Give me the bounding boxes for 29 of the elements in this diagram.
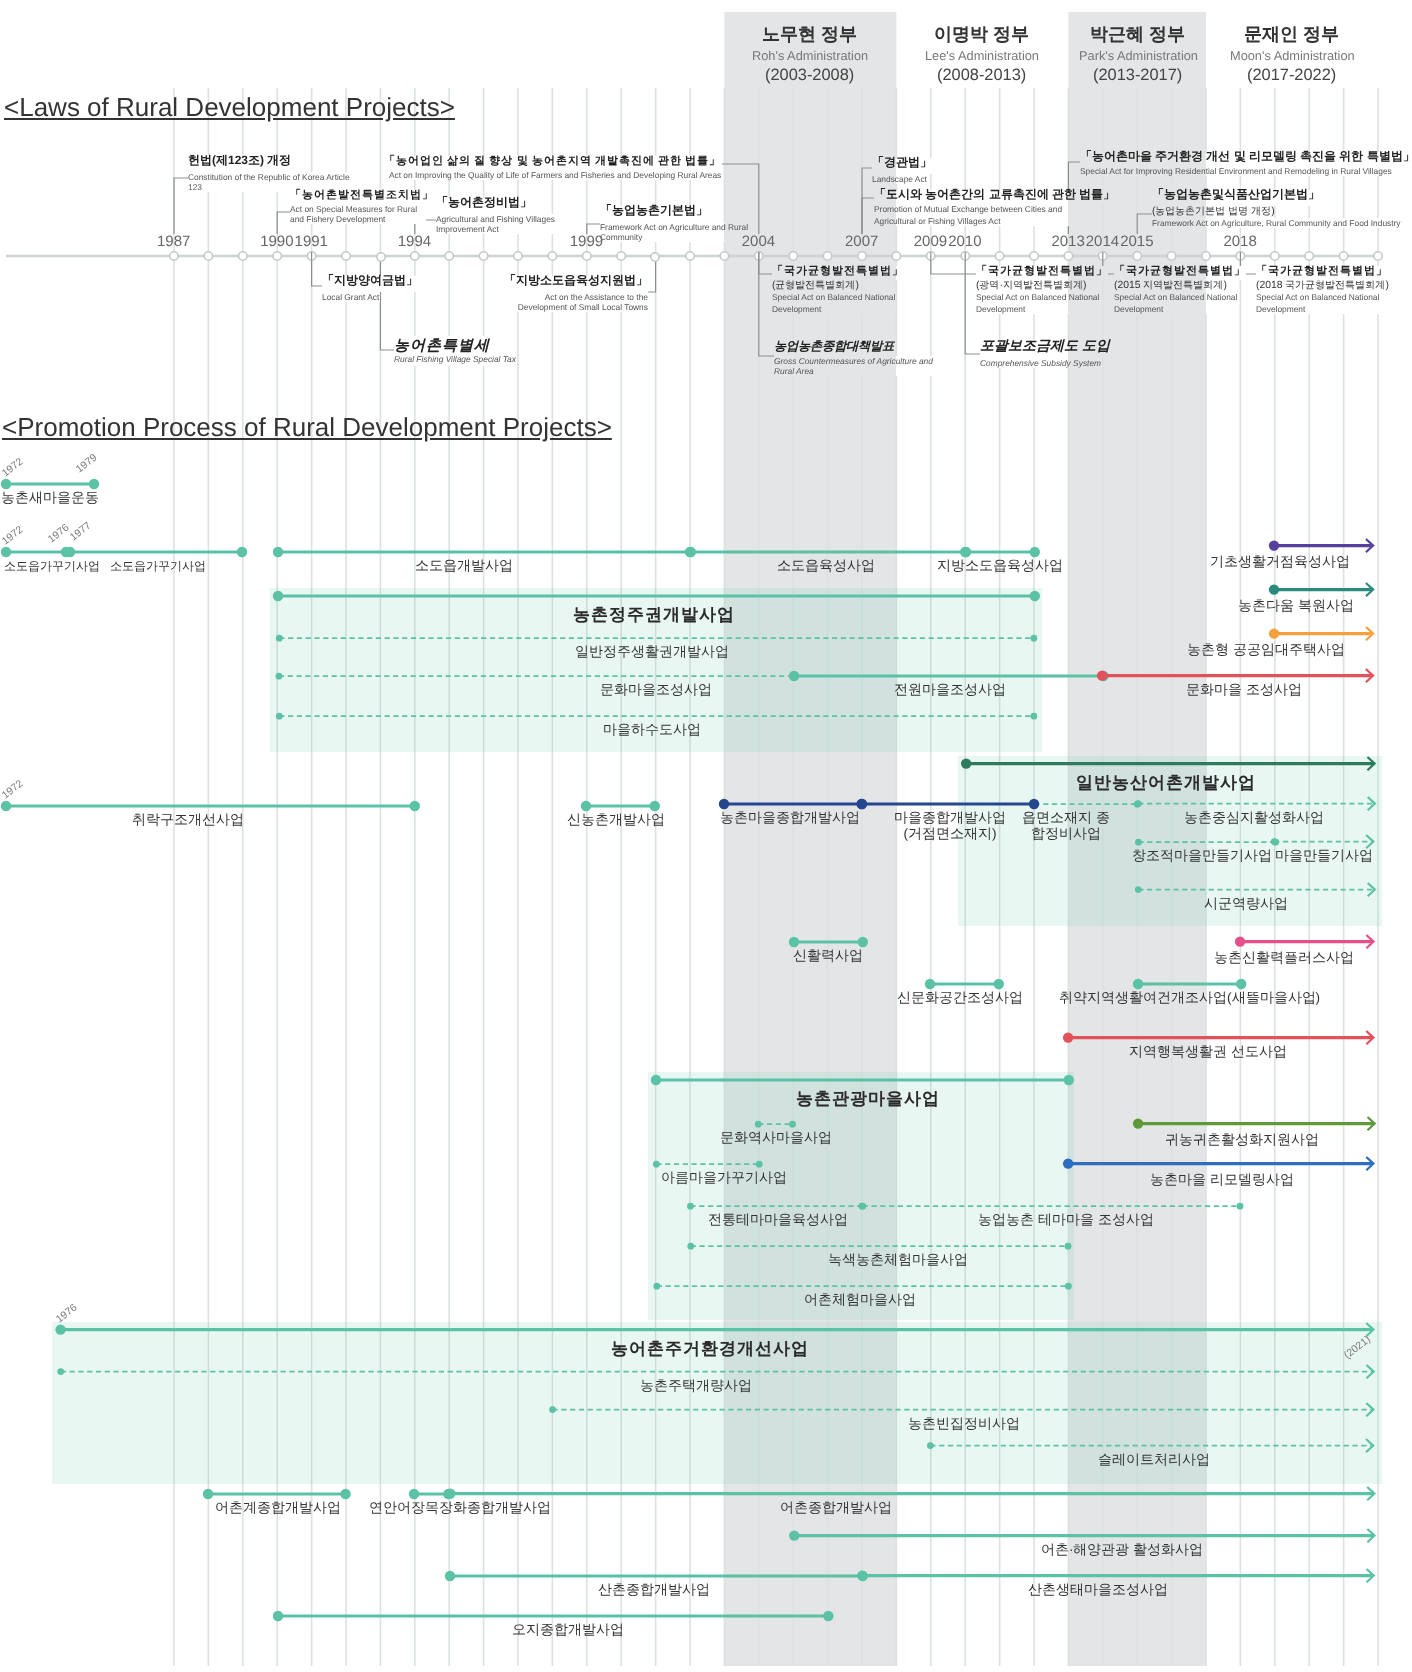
- leader-line: [276, 211, 291, 235]
- leader-line: [1136, 213, 1153, 235]
- group-title: 농촌정주권개발사업: [573, 604, 735, 625]
- leader-line: [861, 197, 875, 235]
- term-label: (2013-2017): [1093, 66, 1183, 85]
- leader-line: [647, 260, 657, 293]
- administration-name: 노무현 정부: [762, 24, 858, 46]
- administration-name: 문재인 정부: [1244, 24, 1340, 46]
- axis-tick: [650, 251, 661, 261]
- leader-line: [964, 251, 981, 355]
- section-heading: <Laws of Rural Development Projects>: [4, 94, 455, 124]
- group-panel: [270, 588, 1042, 752]
- leader-line: [311, 251, 323, 287]
- term-label: (2017-2022): [1247, 66, 1337, 85]
- administration-name: 박근혜 정부: [1090, 24, 1186, 46]
- section-heading: <Promotion Process of Rural Development Projects>: [2, 414, 612, 444]
- leader-line: [758, 251, 775, 357]
- leader-line: [173, 177, 189, 235]
- leader-line: [721, 163, 760, 235]
- group-panel: [52, 1322, 1382, 1484]
- group-title: 농어촌주거환경개선사업: [611, 1338, 809, 1359]
- leader-line: [930, 251, 977, 275]
- group-title: 일반농산어촌개발사업: [1076, 772, 1256, 793]
- administration-name: 이명박 정부: [934, 24, 1030, 46]
- group-title: 농촌관광마을사업: [796, 1088, 940, 1109]
- axis-tick: [375, 251, 386, 261]
- term-label: (2008-2013): [937, 66, 1027, 85]
- term-label: (2003-2008): [765, 66, 855, 85]
- leader-line: [586, 223, 601, 235]
